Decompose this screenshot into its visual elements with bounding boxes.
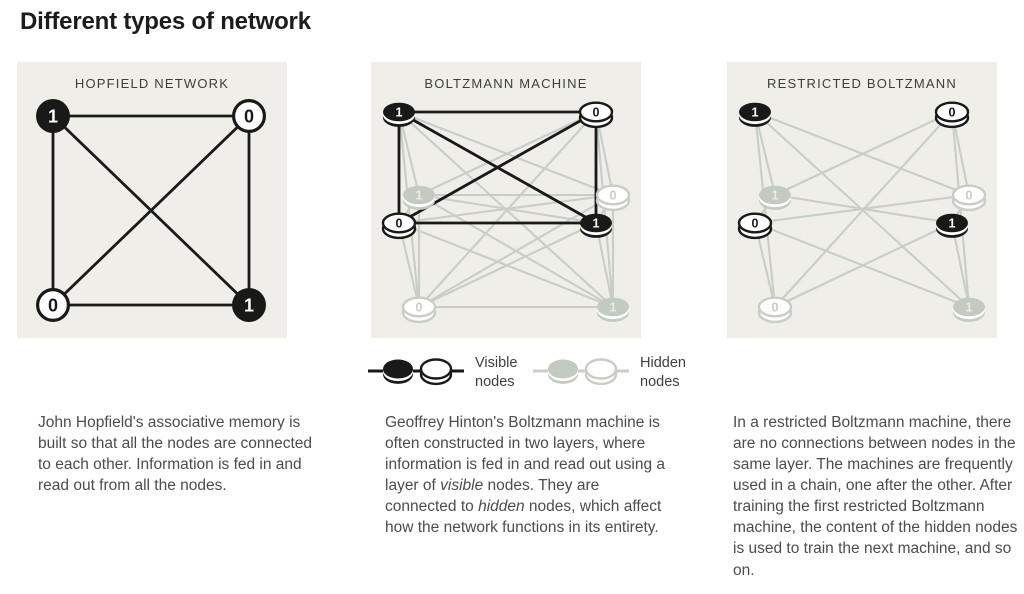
hidden-node: 0 bbox=[951, 184, 987, 212]
hidden-node: 0 bbox=[401, 296, 437, 324]
node-value: 0 bbox=[593, 106, 600, 120]
node-value: 1 bbox=[593, 217, 600, 231]
node-value: 0 bbox=[396, 217, 403, 231]
node-value: 0 bbox=[752, 217, 759, 231]
hidden-connection-line bbox=[774, 111, 953, 196]
visible-node: 1 bbox=[383, 102, 415, 127]
legend-hidden-nodes: Hidden nodes bbox=[533, 350, 686, 396]
visible-node: 0 bbox=[578, 101, 614, 129]
legend-node bbox=[383, 359, 413, 384]
legend-hidden-label: Hidden nodes bbox=[640, 354, 686, 390]
node-value: 1 bbox=[48, 107, 58, 127]
hopfield-network-panel: HOPFIELD NETWORK 1 0 0 1 bbox=[17, 62, 287, 338]
visible-node: 1 bbox=[36, 99, 70, 133]
visible-nodes-icon bbox=[368, 358, 464, 386]
legend-visible-nodes: Visible nodes bbox=[368, 350, 517, 396]
boltzmann-panel-title: BOLTZMANN MACHINE bbox=[424, 76, 588, 91]
hidden-connection-line bbox=[418, 222, 597, 308]
hidden-nodes-icon bbox=[533, 358, 629, 386]
node-value: 0 bbox=[772, 301, 779, 315]
node-value: 0 bbox=[949, 106, 956, 120]
visible-node: 1 bbox=[580, 213, 612, 238]
node-value: 0 bbox=[416, 301, 423, 315]
visible-node: 0 bbox=[934, 101, 970, 129]
node-value: 1 bbox=[772, 189, 779, 203]
visible-node: 0 bbox=[381, 212, 417, 240]
visible-node: 0 bbox=[232, 98, 267, 133]
node-value: 0 bbox=[48, 296, 58, 316]
node-value: 0 bbox=[966, 189, 973, 203]
legend-node bbox=[584, 358, 618, 386]
visible-connection-line bbox=[52, 114, 250, 307]
hidden-node: 0 bbox=[595, 184, 631, 212]
hidden-node: 1 bbox=[403, 185, 435, 210]
visible-node: 1 bbox=[739, 102, 771, 127]
legend-visible-label: Visible nodes bbox=[475, 354, 518, 390]
visible-node: 1 bbox=[232, 288, 266, 322]
node-value: 1 bbox=[416, 189, 423, 203]
hopfield-network-diagram: 1 0 0 1 bbox=[36, 98, 267, 323]
visible-node: 0 bbox=[36, 288, 70, 323]
hidden-node: 1 bbox=[597, 297, 629, 322]
hidden-node: 0 bbox=[757, 296, 793, 324]
node-value: 1 bbox=[610, 301, 617, 315]
node-value: 1 bbox=[244, 296, 254, 316]
legend-node bbox=[419, 358, 453, 386]
node-value: 1 bbox=[966, 301, 973, 315]
legend-node bbox=[548, 359, 578, 384]
boltzmann-description: Geoffrey Hinton's Boltzmann machine is o… bbox=[385, 414, 666, 537]
hidden-connection-line bbox=[418, 193, 597, 225]
restricted-description: In a restricted Boltzmann machine, there… bbox=[733, 414, 1018, 579]
node-value: 1 bbox=[752, 106, 759, 120]
page-title: Different types of network bbox=[20, 8, 311, 35]
hidden-connection-line bbox=[774, 222, 953, 308]
visible-node: 1 bbox=[936, 213, 968, 238]
hidden-connection-line bbox=[774, 193, 953, 225]
hopfield-description: John Hopfield's associative memory is bu… bbox=[38, 414, 313, 495]
hopfield-panel-title: HOPFIELD NETWORK bbox=[74, 76, 230, 91]
hidden-node: 1 bbox=[953, 297, 985, 322]
visible-node: 0 bbox=[737, 212, 773, 240]
node-value: 0 bbox=[244, 107, 254, 127]
restricted-panel-title: RESTRICTED BOLTZMANN bbox=[767, 76, 957, 91]
hidden-node: 1 bbox=[759, 185, 791, 210]
node-value: 0 bbox=[610, 189, 617, 203]
node-value: 1 bbox=[396, 106, 403, 120]
node-value: 1 bbox=[949, 217, 956, 231]
hidden-connection-line bbox=[418, 111, 597, 196]
